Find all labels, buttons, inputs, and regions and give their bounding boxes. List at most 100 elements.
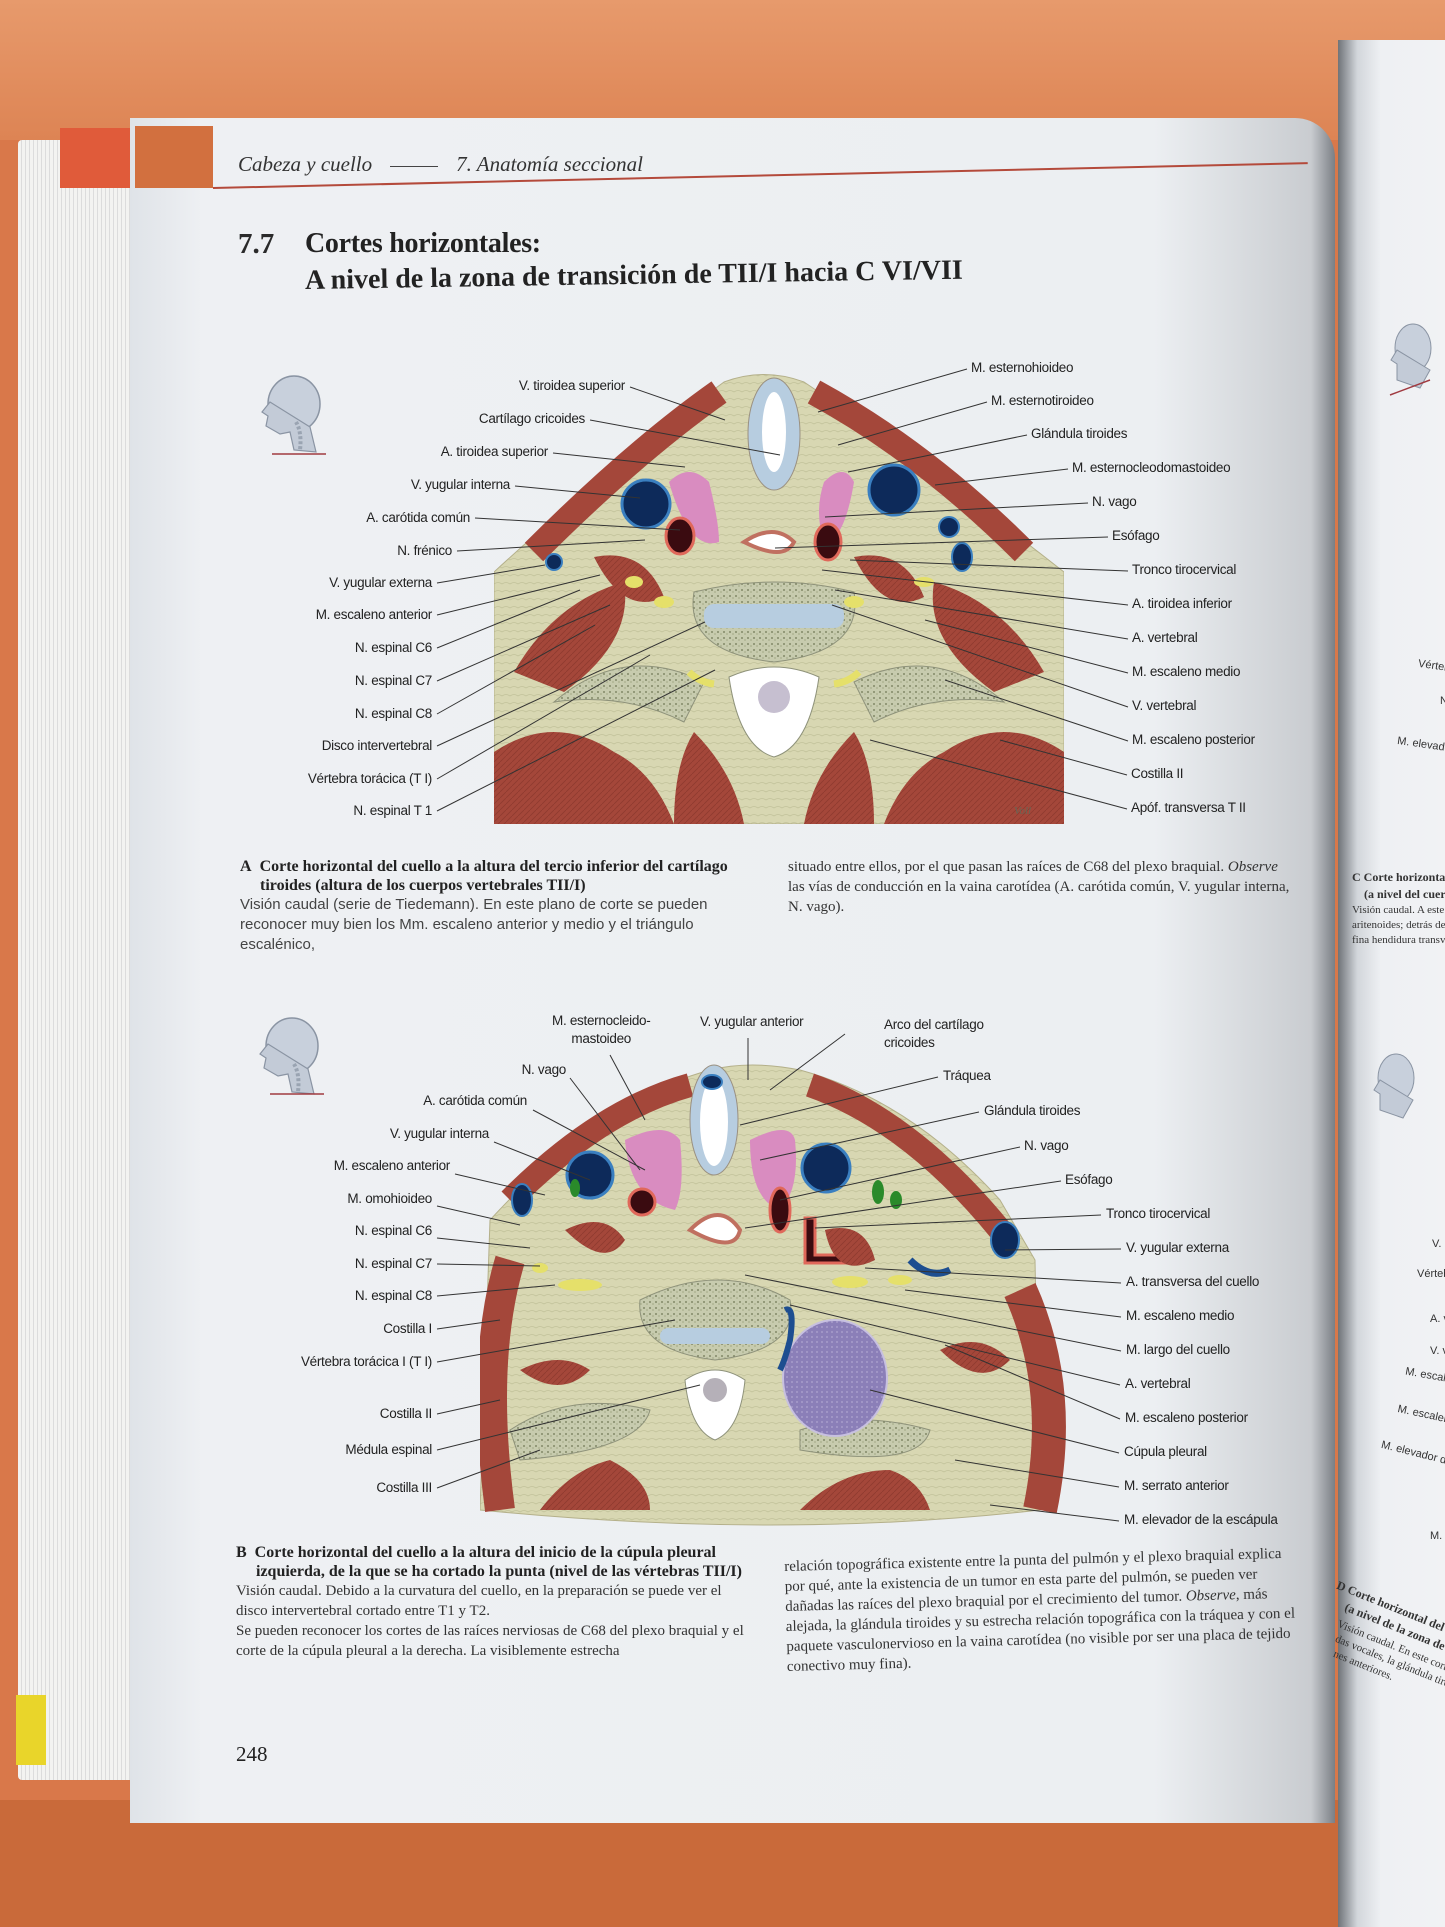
- caption-b-title: Corte horizontal del cuello a la altura …: [254, 1544, 742, 1580]
- caption-b-body-left1: Visión caudal. Debido a la curvatura del…: [236, 1583, 722, 1619]
- section-title-line1: Cortes horizontales:: [305, 228, 541, 259]
- head-orientation-icon-a: [261, 375, 326, 455]
- svg-text:Voll: Voll: [1014, 805, 1031, 817]
- label-a-right-5: Esófago: [1112, 528, 1160, 543]
- label-a-right-4: N. vago: [1092, 494, 1137, 509]
- label-b-left-8: Costilla I: [383, 1321, 432, 1336]
- figure-b-cross-section: [480, 1064, 1066, 1526]
- label-b-left-2: V. yugular interna: [389, 1126, 489, 1141]
- caption-a-letter: A: [240, 858, 252, 875]
- label-a-left-6: V. yugular externa: [329, 575, 432, 590]
- label-b-left-0: N. vago: [521, 1062, 567, 1077]
- rp-c-caption-title: C Corte horizontal de: [1352, 870, 1445, 884]
- label-a-left-8: N. espinal C6: [354, 640, 432, 655]
- label-b-right-10: M. escaleno posterior: [1125, 1410, 1248, 1425]
- rp-c-label-1: N: [1440, 695, 1445, 707]
- figure-b-caption-left: B Corte horizontal del cuello a la altur…: [236, 1543, 744, 1661]
- background-table-top: [0, 0, 1445, 140]
- label-a-left-5: N. frénico: [397, 543, 452, 558]
- label-a-right-2: Glándula tiroides: [1031, 426, 1128, 441]
- page-number: 248: [236, 1742, 268, 1766]
- label-b-left-9: Vértebra torácica I (T I): [300, 1354, 432, 1369]
- label-a-right-3: M. esternocleodomastoideo: [1072, 460, 1231, 475]
- rp-d-label-0: V.: [1432, 1238, 1442, 1250]
- label-a-left-9: N. espinal C7: [354, 673, 432, 688]
- label-b-right-11: Cúpula pleural: [1124, 1444, 1207, 1459]
- label-b-right-1: Glándula tiroides: [984, 1103, 1081, 1118]
- figure-b-caption-right: relación topográfica existente entre la …: [784, 1544, 1297, 1677]
- label-a-right-10: V. vertebral: [1132, 698, 1197, 713]
- label-b-top-1: V. yugular anterior: [700, 1014, 804, 1029]
- label-b-right-6: A. transversa del cuello: [1126, 1274, 1260, 1289]
- rp-d-label-1: Vértebr: [1417, 1268, 1445, 1280]
- label-b-right-5: V. yugular externa: [1126, 1240, 1229, 1255]
- label-b-left-6: N. espinal C7: [354, 1256, 432, 1271]
- caption-b-body-right1: relación topográfica existente entre la …: [784, 1545, 1282, 1615]
- rp-d-label-3: V. v: [1430, 1345, 1445, 1357]
- label-b-right-0: Tráquea: [943, 1068, 991, 1083]
- label-a-left-12: Vértebra torácica (T I): [307, 771, 432, 786]
- label-a-left-0: V. tiroidea superior: [518, 378, 625, 393]
- label-b-top-0: M. esternocleido- mastoideo: [552, 1013, 651, 1046]
- label-b-right-7: M. escaleno medio: [1126, 1308, 1235, 1323]
- right-page-head-icon-c: [1389, 323, 1432, 396]
- label-b-left-3: M. escaleno anterior: [333, 1158, 451, 1173]
- caption-b-letter: B: [236, 1544, 247, 1561]
- running-header: Cabeza y cuello 7. Anatomía seccional: [238, 152, 643, 177]
- caption-a-body-left: Visión caudal (serie de Tiedemann). En e…: [240, 896, 708, 953]
- label-b-right-12: M. serrato anterior: [1124, 1478, 1229, 1493]
- caption-a-body-right: situado entre ellos, por el que pasan la…: [788, 859, 1225, 875]
- header-dash: [390, 165, 439, 167]
- label-a-left-3: V. yugular interna: [410, 477, 510, 492]
- label-b-right-2: N. vago: [1024, 1138, 1069, 1153]
- label-a-left-2: A. tiroidea superior: [440, 444, 549, 459]
- label-b-right-9: A. vertebral: [1125, 1376, 1191, 1391]
- figure-a-caption-left: A Corte horizontal del cuello a la altur…: [240, 857, 745, 955]
- label-b-left-5: N. espinal C6: [354, 1223, 432, 1238]
- label-a-right-6: Tronco tirocervical: [1132, 562, 1237, 577]
- header-color-block: [135, 126, 213, 188]
- label-a-left-10: N. espinal C8: [354, 706, 432, 721]
- label-b-right-13: M. elevador de la escápula: [1124, 1512, 1278, 1527]
- label-a-right-0: M. esternohioideo: [971, 360, 1074, 375]
- label-a-right-13: Apóf. transversa T II: [1131, 800, 1246, 815]
- figure-a-cross-section: Voll: [494, 374, 1064, 824]
- caption-a-observe: Observe: [1227, 859, 1278, 875]
- label-b-left-4: M. omohioideo: [347, 1191, 432, 1206]
- rp-c-caption-line-1: aritenoides; detrás de la l: [1352, 919, 1445, 931]
- label-a-right-9: M. escaleno medio: [1132, 664, 1241, 679]
- caption-a-title: Corte horizontal del cuello a la altura …: [259, 858, 728, 894]
- label-b-right-8: M. largo del cuello: [1126, 1342, 1230, 1357]
- rp-c-caption-line-2: fina hendidura transversa: [1352, 934, 1445, 946]
- section-number: 7.7: [238, 228, 275, 260]
- label-a-right-1: M. esternotiroideo: [991, 393, 1094, 408]
- label-b-right-3: Esófago: [1065, 1172, 1113, 1187]
- caption-a-body-right2: las vías de conducción en la vaina carot…: [788, 879, 1290, 915]
- label-b-right-4: Tronco tirocervical: [1106, 1206, 1211, 1221]
- figure-a-caption-right: situado entre ellos, por el que pasan la…: [788, 857, 1298, 917]
- label-a-left-4: A. carótida común: [366, 510, 470, 525]
- label-a-right-8: A. vertebral: [1132, 630, 1198, 645]
- right-page-head-icon-d: [1373, 1053, 1415, 1119]
- label-b-top-2: Arco del cartílago cricoides: [884, 1017, 984, 1050]
- rp-c-caption-line-0: Visión caudal. A este nive: [1352, 904, 1445, 916]
- yellow-bookmark-tab: [16, 1695, 46, 1765]
- rp-c-caption-sub: (a nivel del cuerpo: [1364, 887, 1445, 901]
- label-a-right-7: A. tiroidea inferior: [1132, 596, 1232, 611]
- head-orientation-icon-b: [259, 1017, 324, 1095]
- label-b-left-1: A. carótida común: [423, 1093, 527, 1108]
- label-b-left-7: N. espinal C8: [354, 1288, 432, 1303]
- header-chapter: 7. Anatomía seccional: [456, 152, 643, 176]
- label-a-left-7: M. escaleno anterior: [315, 607, 433, 622]
- header-part: Cabeza y cuello: [238, 152, 373, 176]
- label-b-left-11: Médula espinal: [345, 1442, 432, 1457]
- rp-d-label-2: A. v: [1430, 1313, 1445, 1325]
- book-edge-marker: [60, 128, 135, 188]
- caption-b-observe: Observe: [1185, 1587, 1237, 1605]
- label-a-right-12: Costilla II: [1131, 766, 1184, 781]
- label-b-left-12: Costilla III: [376, 1480, 432, 1495]
- label-a-left-1: Cartílago cricoides: [478, 411, 585, 426]
- label-a-left-13: N. espinal T 1: [353, 803, 432, 818]
- rp-d-label-7: M. t: [1430, 1530, 1445, 1542]
- book-page-edges: [18, 140, 138, 1780]
